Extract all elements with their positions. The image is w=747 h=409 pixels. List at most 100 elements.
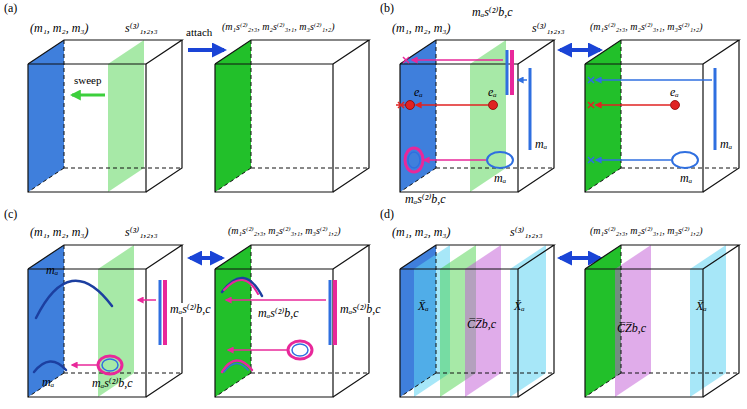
hidden-edge	[585, 168, 621, 192]
hidden-edge	[251, 40, 252, 168]
move-arrow	[228, 349, 287, 351]
math-label: eₐ	[488, 86, 497, 100]
hidden-edge	[64, 168, 182, 169]
equivalence-arrow	[190, 256, 222, 260]
panel-label: (d)	[380, 208, 394, 222]
loop-excitation	[288, 341, 312, 359]
cross-mark	[403, 57, 409, 63]
operation-label: attach	[186, 26, 212, 39]
hidden-edge	[585, 373, 621, 397]
flux-line	[329, 280, 332, 345]
math-label: (m₁, m₂, m₃)	[392, 226, 451, 240]
hidden-edge	[621, 373, 739, 374]
operator-plane	[465, 245, 501, 397]
math-label: (m₁s⁽²⁾₂,₃, m₂s⁽²⁾₃,₁, m₃s⁽²⁾₁,₂)	[228, 225, 341, 237]
move-arrow	[412, 59, 503, 61]
math-label: mₐ	[46, 264, 58, 278]
hidden-edge	[436, 40, 437, 168]
loop-excitation	[408, 152, 420, 168]
math-label: X̄ₐ	[418, 300, 429, 314]
panel-label: (c)	[4, 208, 17, 222]
hidden-edge	[215, 373, 251, 397]
flux-line	[333, 280, 337, 345]
operator-plane	[690, 245, 726, 397]
cube-edge	[703, 40, 739, 192]
math-label: mₐs⁽²⁾b,c	[338, 303, 383, 317]
move-arrow	[596, 104, 670, 106]
string-operator	[222, 278, 262, 296]
loop-excitation	[292, 344, 308, 356]
cube-edge	[518, 245, 554, 397]
cross-mark	[588, 157, 594, 163]
flux-line	[529, 68, 532, 150]
cube-edge	[215, 40, 369, 64]
math-label: s⁽³⁾₁,₂,₃	[532, 22, 565, 36]
flux-line	[506, 50, 509, 95]
hidden-edge	[215, 168, 251, 192]
loop-excitation	[672, 152, 698, 168]
move-arrow	[518, 79, 527, 81]
cube-edge	[146, 245, 182, 397]
panel-label: (b)	[380, 2, 394, 16]
equivalence-arrow	[560, 256, 600, 260]
hidden-edge	[28, 168, 64, 192]
math-label: s⁽³⁾₁,₂,₃	[125, 226, 158, 240]
math-label: (m₁, m₂, m₃)	[392, 22, 451, 36]
panel-label: (a)	[4, 2, 17, 16]
math-label: C̅Z̅b,c	[467, 318, 496, 332]
move-arrow	[416, 104, 488, 106]
string-operator	[224, 280, 258, 294]
math-label: X̄ₐ	[696, 300, 707, 314]
cube-edge	[333, 40, 369, 192]
cube-edge	[400, 269, 518, 397]
cross-mark	[403, 57, 409, 63]
math-label: mₐs⁽²⁾b,c	[258, 307, 299, 321]
hidden-edge	[436, 245, 437, 373]
math-label: eₐ	[670, 86, 679, 100]
boundary-face	[28, 40, 64, 192]
loop-excitation	[405, 148, 423, 172]
boundary-face	[400, 40, 436, 192]
cube-edge	[585, 269, 703, 397]
cube-edge	[585, 64, 703, 192]
hidden-edge	[251, 168, 369, 169]
math-label: (m₁, m₂, m₃)	[30, 226, 89, 240]
math-label: mₐs⁽²⁾b,c	[405, 193, 446, 207]
move-arrow	[596, 159, 671, 161]
loop-excitation	[102, 359, 118, 371]
cube-edge	[28, 269, 146, 397]
math-label: (m₁s⁽²⁾₂,₃, m₂s⁽²⁾₃,₁, m₃s⁽²⁾₁,₂)	[590, 225, 703, 237]
move-arrow	[596, 79, 712, 81]
math-label: mₐ	[720, 138, 732, 152]
cube-edge	[215, 269, 333, 397]
cube-edge	[215, 64, 333, 192]
cross-mark	[588, 102, 594, 108]
math-label: mₐs⁽²⁾b,c	[472, 6, 513, 20]
math-label: mₐ	[42, 376, 54, 390]
boundary-face	[215, 245, 251, 397]
flux-line	[163, 280, 167, 345]
boundary-face	[585, 40, 621, 192]
charge-dot	[489, 101, 498, 110]
cross-mark	[588, 102, 594, 108]
hidden-edge	[621, 40, 622, 168]
hidden-edge	[436, 373, 554, 374]
cross-mark	[398, 102, 404, 108]
operation-label: sweep	[74, 74, 102, 87]
hidden-edge	[64, 245, 65, 373]
flux-line	[714, 68, 717, 150]
charge-dot	[406, 101, 415, 110]
boundary-face	[215, 40, 251, 192]
flux-line	[510, 50, 514, 95]
move-arrow	[138, 299, 156, 301]
string-operator	[222, 360, 252, 372]
string-operator	[36, 281, 112, 318]
cube-edge	[146, 40, 182, 192]
move-arrow	[424, 159, 486, 161]
attach-arrow	[188, 48, 224, 52]
cube-edge	[400, 40, 554, 64]
hidden-edge	[251, 245, 252, 373]
cube-edge	[333, 245, 369, 397]
